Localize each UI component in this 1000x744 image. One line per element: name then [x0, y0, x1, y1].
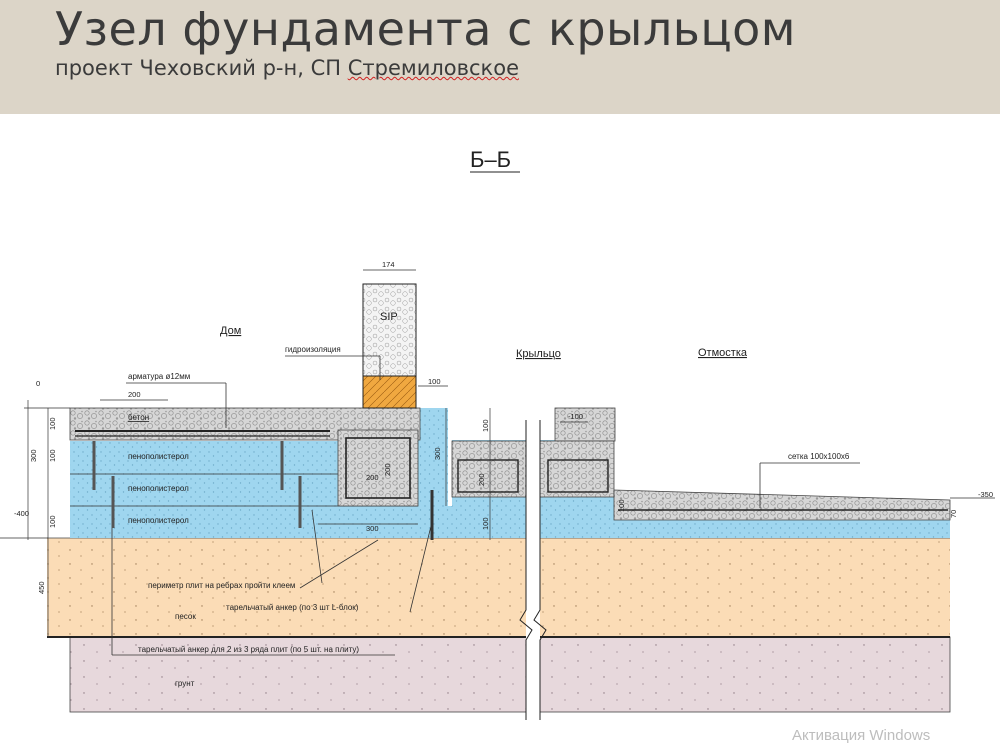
leader-anchor-lblock	[409, 521, 433, 613]
page-title: Узел фундамента с крыльцом	[55, 2, 797, 56]
callout-anchor-lblock: тарельчатый анкер (по 3 шт L-блок)	[226, 603, 359, 612]
callout-perimeter: периметр плит на ребрах пройти клеем	[148, 581, 295, 590]
section-break-gap	[526, 408, 540, 739]
dim-level-0-label: 0	[36, 379, 40, 388]
callout-anchor-rows: тарельчатый анкер для 2 из 3 ряда плит (…	[138, 645, 359, 654]
concrete-label: бетон	[128, 413, 149, 422]
house-edge-beam	[337, 429, 419, 507]
soil-label: грунт	[175, 679, 195, 688]
eps-label-2: пенополистерол	[128, 484, 189, 493]
subtitle-prefix: проект Чеховский р-н, СП	[55, 56, 348, 80]
dim-100-right-label: 100	[481, 419, 490, 432]
zone-house: Дом	[220, 325, 241, 337]
timber-sill	[362, 375, 417, 409]
dim-450-label: 450	[37, 581, 46, 594]
page-subtitle: проект Чеховский р-н, СП Стремиловское	[55, 56, 519, 80]
dim-70-label: 70	[949, 510, 958, 518]
dim-sip-width-label: 174	[382, 260, 395, 269]
house-beam-rebar	[345, 437, 411, 499]
subtitle-place: Стремиловское	[347, 56, 519, 80]
dim-beam-h-label: 200	[383, 463, 392, 476]
eps-label-3: пенополистерол	[128, 516, 189, 525]
sand-layer	[47, 538, 950, 637]
sand-label: песок	[175, 612, 196, 621]
dim-200-label: 200	[128, 390, 141, 399]
dim-300-right-label: 300	[433, 447, 442, 460]
section-label: Б–Б	[470, 147, 511, 172]
porch-beam-rebar-l	[457, 459, 519, 493]
zone-porch: Крыльцо	[516, 348, 561, 360]
porch-beam-rebar-r	[547, 459, 609, 493]
dim-100a-label: 100	[48, 417, 57, 430]
leader-perimeter-b	[311, 509, 323, 584]
zone-blind-area: Отмостка	[698, 347, 748, 359]
leader-perimeter	[299, 539, 379, 589]
dim-100-right2-label: 100	[481, 517, 490, 530]
eps-label-1: пенополистерол	[128, 452, 189, 461]
dim-porch-beam-label: 200	[477, 473, 486, 486]
break-line-right	[533, 420, 547, 720]
dim-300-left-label: 300	[29, 449, 38, 462]
dim-100-wall-label: 100	[428, 377, 441, 386]
header-banner: Узел фундамента с крыльцом проект Чеховс…	[0, 0, 1000, 114]
dim-level-m100-label: -100	[568, 412, 583, 421]
dim-100c-label: 100	[48, 515, 57, 528]
callout-rebar: арматура ø12мм	[128, 372, 190, 381]
windows-activation-watermark: Активация Windows	[792, 727, 931, 744]
dim-100-blind-label: 100	[617, 499, 626, 512]
dim-beam-w-label: 200	[366, 473, 379, 482]
blind-area-slab	[613, 489, 951, 521]
dim-100b-label: 100	[48, 449, 57, 462]
callout-waterproofing: гидроизоляция	[285, 345, 341, 354]
porch-slab-top	[554, 407, 616, 442]
break-line-left	[519, 420, 533, 720]
soil-layer	[69, 636, 951, 713]
callout-mesh: сетка 100х100х6	[788, 452, 850, 461]
dim-level-m350-label: -350	[978, 490, 993, 499]
sip-label: SIP	[380, 311, 398, 323]
dim-level-m400-label: -400	[14, 509, 29, 518]
sip-wall	[362, 283, 417, 377]
dim-300-eps-label: 300	[366, 524, 379, 533]
